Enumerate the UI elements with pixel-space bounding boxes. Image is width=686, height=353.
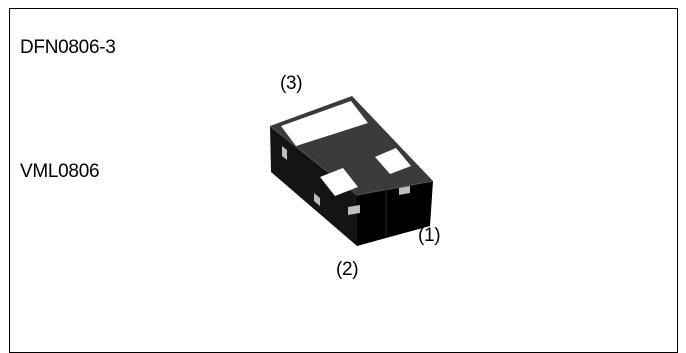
side-pad-left-upper (282, 146, 287, 160)
package-name-vml0806: VML0806 (20, 161, 100, 182)
package-left-face (270, 126, 357, 246)
pin-label-3: (3) (280, 73, 303, 94)
pad-3 (281, 101, 368, 146)
side-pad-front-1 (399, 186, 410, 195)
package-top-edge (269, 125, 434, 196)
pin-label-2: (2) (336, 259, 359, 280)
side-pad-left-lower (314, 193, 320, 206)
pad-1 (375, 148, 411, 174)
pin-label-1: (1) (418, 225, 441, 246)
package-name-dfn0806-3: DFN0806-3 (20, 37, 116, 58)
side-pad-front-2 (348, 205, 360, 215)
package-right-face (357, 181, 433, 246)
pad-2 (320, 168, 358, 196)
